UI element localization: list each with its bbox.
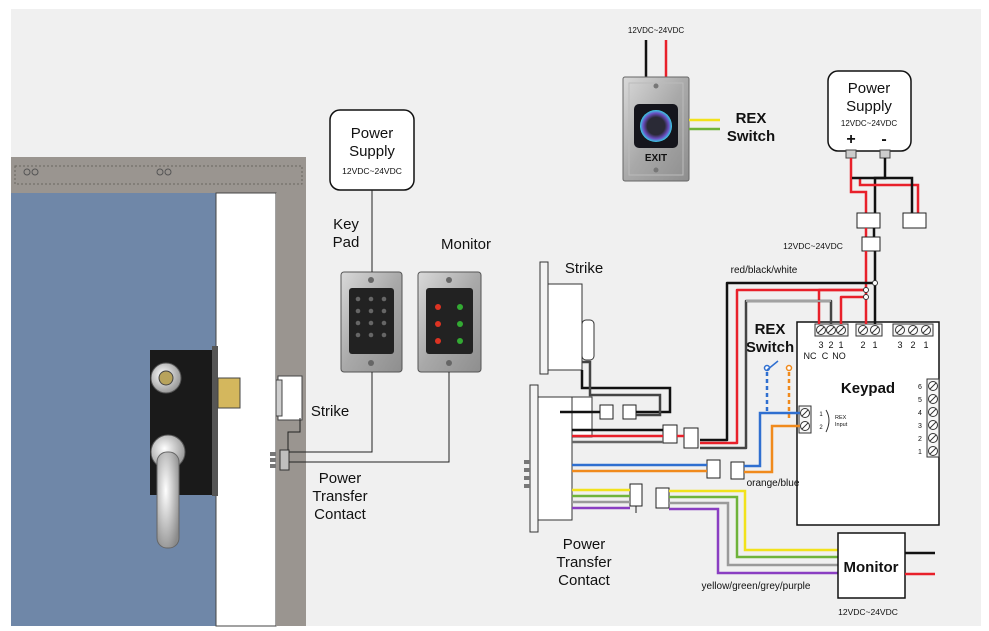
relay-terminal-number-3: 3: [818, 340, 823, 350]
side-terminal-number-5: 5: [918, 397, 922, 404]
left-strike-label: Strike: [311, 403, 349, 420]
side-terminal-number-2: 2: [918, 436, 922, 443]
monitor-wires: [572, 488, 838, 575]
relay-terminal-label-nc: NC: [804, 351, 817, 361]
wire-label-red-black-white: red/black/white: [731, 265, 798, 276]
door-handle-icon: [150, 434, 186, 549]
keypad-device: [340, 271, 403, 373]
rex-switch-label-1: REX: [755, 321, 786, 338]
side-terminal-number-3: 3: [918, 423, 922, 430]
keypad-board-title: Keypad: [841, 380, 895, 397]
exit-rex-label-1: REX: [736, 110, 767, 127]
right-power-supply-title-2: Supply: [846, 98, 892, 115]
key-cylinder-icon: [150, 362, 182, 394]
right-transfer-body: [537, 396, 573, 521]
aux-terminal-number-2: 2: [910, 340, 915, 350]
monitor-device: [417, 271, 482, 373]
side-terminal-number-6: 6: [918, 384, 922, 391]
exit-button-device: EXIT: [622, 76, 690, 182]
left-monitor-label: Monitor: [441, 236, 491, 253]
wire-label-yellow-green-grey-purple: yellow/green/grey/purple: [702, 581, 811, 592]
rex-input-number-2: 2: [819, 425, 823, 431]
left-transfer-label-2: Transfer: [312, 488, 367, 505]
wire-label-orange-blue: orange/blue: [747, 478, 800, 489]
left-power-supply-title-1: Power: [351, 125, 394, 142]
left-transfer-label-3: Contact: [314, 506, 367, 523]
right-transfer-label-1: Power: [563, 536, 606, 553]
exit-text: EXIT: [645, 153, 667, 164]
relay-terminal-number-2: 2: [828, 340, 833, 350]
left-power-supply-title-2: Supply: [349, 143, 395, 160]
terminal-block-relay: [814, 323, 849, 337]
connector-monitor-a: [629, 483, 643, 507]
right-strike-body: [547, 283, 583, 371]
plus-sign: +: [846, 131, 855, 148]
connector-strike-b: [622, 404, 637, 420]
relay-terminal-label-no: NO: [832, 351, 846, 361]
connector-rex-b: [730, 461, 745, 480]
side-terminal-number-1: 1: [918, 449, 922, 456]
power-supply-wires: [849, 158, 920, 213]
aux-terminal-number-3: 3: [897, 340, 902, 350]
left-power-supply-voltage: 12VDC~24VDC: [342, 166, 402, 176]
hinge-icon: [23, 168, 172, 176]
door-jamb: [215, 192, 277, 627]
left-keypad-label-1: Key: [333, 216, 359, 233]
mid-voltage-label: 12VDC~24VDC: [783, 241, 843, 251]
strike-relay-wires: [700, 251, 877, 450]
left-scene: Power Supply 12VDC~24VDC Key Pad Monitor: [11, 109, 491, 627]
connector-monitor-b: [655, 487, 670, 509]
aux-terminal-number-1: 1: [923, 340, 928, 350]
terminal-block-rex: [798, 405, 812, 434]
right-power-supply-voltage: 12VDC~24VDC: [841, 119, 897, 128]
right-power-supply-title-1: Power: [848, 80, 891, 97]
right-strike-label: Strike: [565, 260, 603, 277]
exit-button-voltage: 12VDC~24VDC: [628, 26, 684, 35]
exit-rex-label-2: Switch: [727, 128, 775, 145]
minus-sign: -: [881, 131, 886, 148]
connector-strike-a: [599, 404, 614, 420]
connector-rex-a: [706, 459, 721, 479]
latch: [217, 377, 241, 409]
rex-input-label-1: REX: [835, 415, 847, 421]
rex-input-number-1: 1: [819, 412, 823, 418]
right-monitor-title: Monitor: [844, 559, 899, 576]
right-strike-plate: [539, 261, 549, 375]
side-terminal-number-4: 4: [918, 410, 922, 417]
terminal-block-aux: [892, 323, 934, 337]
terminal-block-power: [855, 323, 883, 337]
rex-input-label-2: Input: [835, 422, 848, 428]
connector-main-b: [683, 427, 699, 449]
left-wires: [289, 190, 450, 463]
right-scene: 12VDC~24VDC EXIT REX Switch Power Supply…: [524, 26, 940, 617]
rex-wires: [572, 411, 800, 474]
relay-terminal-label-c: C: [822, 351, 829, 361]
right-transfer-label-3: Contact: [558, 572, 611, 589]
connector-main-a: [662, 424, 678, 444]
power-terminal-number-2: 2: [860, 340, 865, 350]
strike-wires: [560, 360, 684, 444]
left-transfer-label-1: Power: [319, 470, 362, 487]
right-monitor-module: [837, 532, 906, 599]
transfer-contact: [279, 449, 290, 471]
power-terminal-number-1: 1: [872, 340, 877, 350]
spare-connector: [902, 212, 927, 229]
splice-connector-mid: [861, 236, 881, 252]
right-power-supply: [827, 70, 912, 152]
right-transfer-label-2: Transfer: [556, 554, 611, 571]
right-monitor-voltage: 12VDC~24VDC: [838, 607, 898, 617]
rex-switch-label-2: Switch: [746, 339, 794, 356]
keypad-board: [796, 321, 940, 526]
rex-switch-symbol: [763, 360, 793, 420]
hand-icon: [640, 110, 672, 142]
right-transfer-plate: [529, 384, 539, 533]
splice-connector-top: [856, 212, 881, 229]
relay-terminal-number-1: 1: [838, 340, 843, 350]
left-keypad-label-2: Pad: [333, 234, 360, 251]
terminal-block-side: [926, 378, 940, 458]
